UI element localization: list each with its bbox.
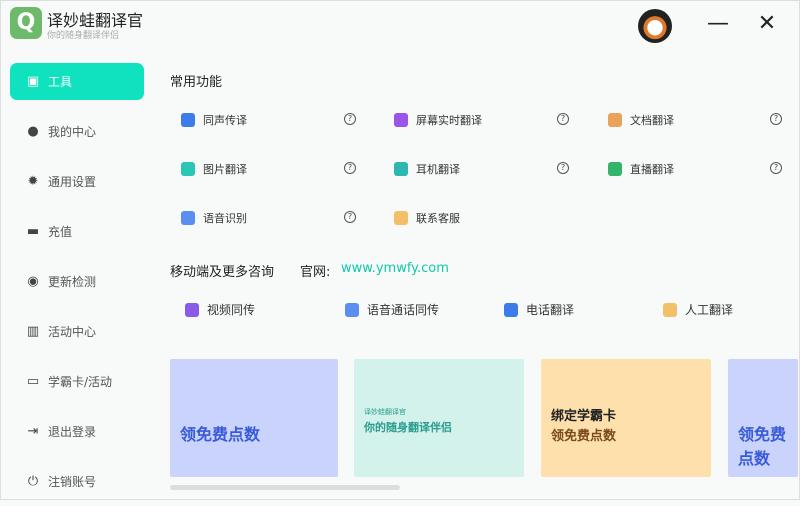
sidebar-item-2[interactable]: ✹ 通用设置 xyxy=(10,156,144,206)
feature-icon xyxy=(394,162,408,176)
logout-icon: ⇥ xyxy=(27,423,39,439)
mobile-item[interactable]: 视频同传 xyxy=(185,301,255,318)
feature-icon xyxy=(181,211,195,225)
wallet-icon: ▬ xyxy=(26,223,40,239)
help-icon[interactable]: ? xyxy=(344,113,356,125)
mobile-item-label: 人工翻译 xyxy=(685,303,734,317)
app-logo: Q xyxy=(10,7,42,39)
sidebar-item-7[interactable]: ⇥ 退出登录 xyxy=(10,406,144,456)
sidebar-item-label: 更新检测 xyxy=(48,274,97,289)
power-icon: ⏻ xyxy=(27,473,39,489)
sidebar-item-label: 学霸卡/活动 xyxy=(48,374,113,389)
mobile-item[interactable]: 语音通话同传 xyxy=(345,301,439,318)
sidebar-item-4[interactable]: ◉ 更新检测 xyxy=(10,256,144,306)
sidebar-item-label: 工具 xyxy=(48,75,73,89)
sidebar-item-label: 注销账号 xyxy=(48,474,97,489)
feature-icon xyxy=(394,113,408,127)
feature-icon xyxy=(181,113,195,127)
feature-label: 屏幕实时翻译 xyxy=(416,114,482,127)
common-section-title: 常用功能 xyxy=(170,75,223,90)
horizontal-scrollbar[interactable] xyxy=(170,485,400,490)
gift-icon: ▥ xyxy=(26,323,40,339)
feature-label: 同声传译 xyxy=(203,114,247,127)
feature-item[interactable]: 文档翻译 xyxy=(608,112,674,128)
feature-item[interactable]: 图片翻译 xyxy=(181,161,247,177)
mobile-item[interactable]: 人工翻译 xyxy=(663,301,733,318)
feature-item[interactable]: 同声传译 xyxy=(181,112,247,128)
sidebar-item-1[interactable]: ● 我的中心 xyxy=(10,106,144,156)
help-icon[interactable]: ? xyxy=(557,113,569,125)
app-subtitle: 你的随身翻译伴侣 xyxy=(47,31,120,41)
feature-icon xyxy=(345,302,359,317)
sidebar-item-3[interactable]: ▬ 充值 xyxy=(10,206,144,256)
sidebar-item-0[interactable]: ▣ 工具 xyxy=(10,63,144,100)
feature-item[interactable]: 语音识别 xyxy=(181,210,247,226)
help-icon[interactable]: ? xyxy=(344,211,356,223)
sidebar-item-label: 活动中心 xyxy=(48,324,97,339)
banner-title: 领免费点数 xyxy=(180,425,261,444)
banner-3[interactable]: 领免费点数 xyxy=(728,359,798,477)
sidebar-item-label: 通用设置 xyxy=(48,174,97,189)
banner-2[interactable]: 绑定学霸卡领免费点数 xyxy=(541,359,711,477)
feature-item[interactable]: 联系客服 xyxy=(394,210,460,226)
banner-title: 领免费点数 xyxy=(738,425,787,468)
feature-label: 直播翻译 xyxy=(630,163,674,176)
card-icon: ▭ xyxy=(26,373,40,389)
sidebar-item-label: 充值 xyxy=(48,224,73,239)
update-icon: ◉ xyxy=(27,273,39,289)
avatar[interactable] xyxy=(638,9,672,43)
help-icon[interactable]: ? xyxy=(770,162,782,174)
feature-icon xyxy=(185,302,199,317)
toolbox-icon: ▣ xyxy=(26,74,40,89)
help-icon[interactable]: ? xyxy=(770,113,782,125)
banner-subtitle: 译妙蛙翻译官 xyxy=(364,408,406,416)
mobile-item-label: 视频同传 xyxy=(207,303,256,317)
banner-title: 你的随身翻译伴侣 xyxy=(364,421,452,434)
gear-icon: ✹ xyxy=(27,173,39,189)
feature-item[interactable]: 屏幕实时翻译 xyxy=(394,112,482,128)
feature-item[interactable]: 耳机翻译 xyxy=(394,161,460,177)
banner-title: 绑定学霸卡 xyxy=(551,409,617,424)
sidebar-item-label: 退出登录 xyxy=(48,424,97,439)
feature-icon xyxy=(181,162,195,176)
feature-item[interactable]: 直播翻译 xyxy=(608,161,674,177)
feature-label: 耳机翻译 xyxy=(416,163,460,176)
feature-icon xyxy=(394,211,408,225)
feature-icon xyxy=(608,113,622,127)
feature-label: 语音识别 xyxy=(203,212,247,225)
feature-label: 联系客服 xyxy=(416,212,460,225)
sidebar-item-8[interactable]: ⏻ 注销账号 xyxy=(10,456,144,506)
close-button[interactable]: ✕ xyxy=(757,11,777,36)
feature-icon xyxy=(608,162,622,176)
site-link[interactable]: www.ymwfy.com xyxy=(341,261,449,276)
sidebar-item-label: 我的中心 xyxy=(48,124,97,139)
feature-label: 文档翻译 xyxy=(630,114,674,127)
feature-icon xyxy=(504,302,518,317)
minimize-button[interactable]: — xyxy=(707,11,729,36)
mobile-item-label: 语音通话同传 xyxy=(367,303,440,317)
help-icon[interactable]: ? xyxy=(344,162,356,174)
mobile-item-label: 电话翻译 xyxy=(526,303,575,317)
banner-1[interactable]: 译妙蛙翻译官你的随身翻译伴侣 xyxy=(354,359,524,477)
app-title: 译妙蛙翻译官 xyxy=(47,11,144,30)
user-icon: ● xyxy=(27,123,39,139)
feature-label: 图片翻译 xyxy=(203,163,247,176)
banner-title-2: 领免费点数 xyxy=(551,429,617,444)
help-icon[interactable]: ? xyxy=(557,162,569,174)
feature-icon xyxy=(663,302,677,317)
mobile-section-title: 移动端及更多咨询 xyxy=(170,265,275,280)
banner-0[interactable]: 领免费点数 xyxy=(170,359,338,477)
sidebar-item-5[interactable]: ▥ 活动中心 xyxy=(10,306,144,356)
sidebar-item-6[interactable]: ▭ 学霸卡/活动 xyxy=(10,356,144,406)
mobile-item[interactable]: 电话翻译 xyxy=(504,301,574,318)
site-label: 官网: xyxy=(300,265,331,280)
sidebar: ▣ 工具 ● 我的中心 ✹ 通用设置 ▬ 充值 ◉ 更新检测 ▥ 活动中心 ▭ 学霸卡/活动 ⇥ 退出登录 ⏻ 注… xyxy=(10,63,144,506)
